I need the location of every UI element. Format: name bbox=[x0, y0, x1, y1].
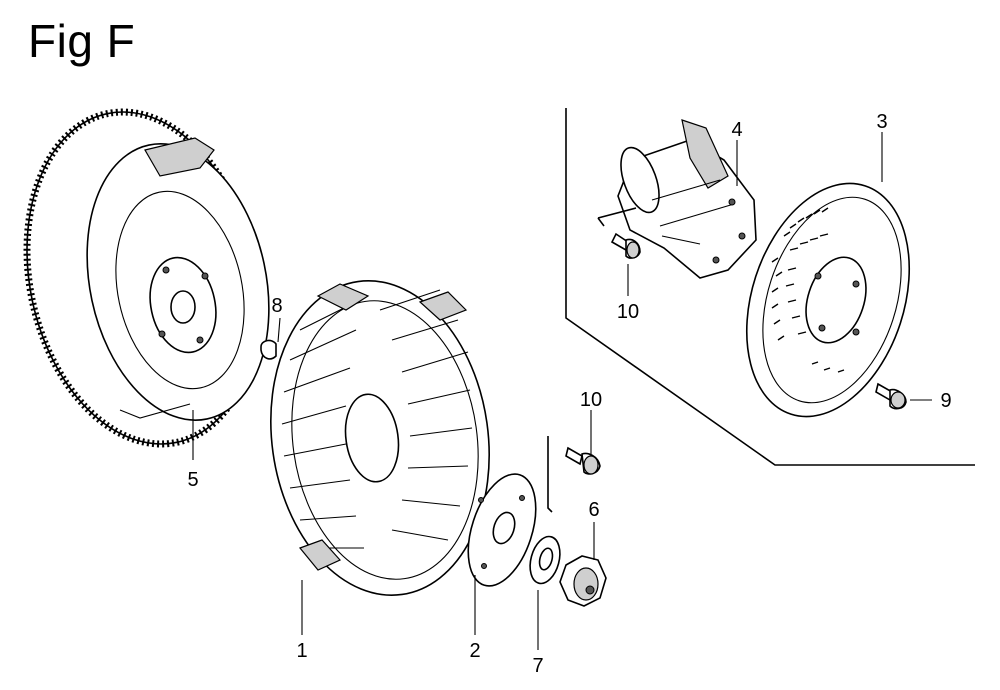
flywheel-icon bbox=[23, 108, 270, 448]
ignition-coil-icon bbox=[597, 119, 757, 279]
cooling-fan-icon bbox=[270, 280, 490, 596]
part-label-10-lower: 10 bbox=[580, 389, 602, 411]
part-label-6: 6 bbox=[588, 499, 599, 521]
part-label-2: 2 bbox=[469, 640, 480, 662]
fan-plate-icon bbox=[467, 473, 537, 587]
part-label-10-upper: 10 bbox=[617, 301, 639, 323]
part-label-3: 3 bbox=[876, 111, 887, 133]
leader-lines bbox=[192, 132, 932, 650]
woodruff-key-icon bbox=[260, 339, 277, 360]
part-label-1: 1 bbox=[296, 640, 307, 662]
washer-icon bbox=[529, 535, 561, 585]
part-label-5: 5 bbox=[187, 469, 198, 491]
inset-frame bbox=[565, 108, 975, 466]
bolt-icon-10-lower bbox=[547, 436, 601, 513]
part-label-9: 9 bbox=[940, 390, 951, 412]
part-label-4: 4 bbox=[731, 119, 742, 141]
cooling-fan-disc-icon bbox=[745, 182, 911, 418]
part-label-8: 8 bbox=[271, 295, 282, 317]
flywheel-nut-icon bbox=[559, 555, 607, 607]
figure-title: Fig F bbox=[28, 15, 136, 67]
part-label-7: 7 bbox=[532, 655, 543, 677]
